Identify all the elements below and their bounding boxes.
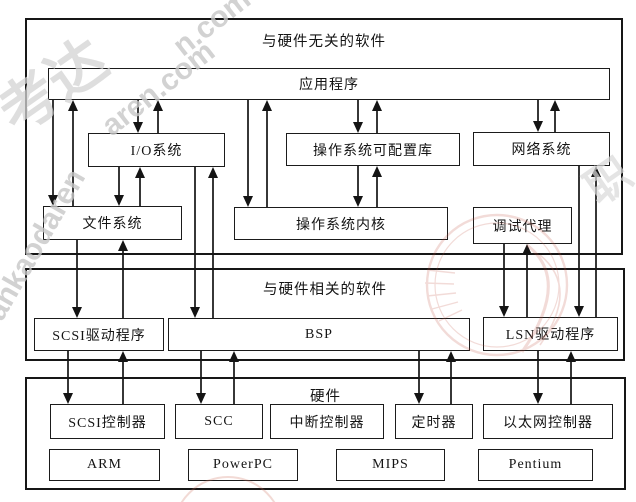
section-title-hw-dependent: 与硬件相关的软件 xyxy=(263,282,387,298)
box-eth: 以太网控制器 xyxy=(483,404,613,439)
box-net: 网络系统 xyxy=(473,132,610,166)
section-hw-independent-software: 与硬件无关的软件 xyxy=(25,18,623,255)
box-oslib: 操作系统可配置库 xyxy=(286,133,460,166)
box-scsidrv: SCSI驱动程序 xyxy=(34,318,164,351)
box-bsp: BSP xyxy=(168,318,470,351)
box-ppc: PowerPC xyxy=(188,449,298,481)
section-hardware: 硬件 xyxy=(25,377,626,490)
section-hw-dependent-software: 与硬件相关的软件 xyxy=(25,268,625,361)
box-mips: MIPS xyxy=(336,449,445,481)
section-title-hardware: 硬件 xyxy=(310,389,341,405)
box-fs: 文件系统 xyxy=(43,206,182,240)
box-timer: 定时器 xyxy=(395,404,473,439)
box-debug: 调试代理 xyxy=(473,207,572,244)
box-scsictl: SCSI控制器 xyxy=(50,404,165,439)
box-scc: SCC xyxy=(175,404,263,439)
box-app: 应用程序 xyxy=(48,68,610,100)
section-title-hw-independent: 与硬件无关的软件 xyxy=(262,34,386,50)
box-kernel: 操作系统内核 xyxy=(234,207,448,240)
box-intctl: 中断控制器 xyxy=(270,404,384,439)
box-arm: ARM xyxy=(49,449,160,481)
box-pentium: Pentium xyxy=(478,449,593,481)
box-lsndrv: LSN驱动程序 xyxy=(483,317,618,351)
box-io: I/O系统 xyxy=(88,133,225,167)
